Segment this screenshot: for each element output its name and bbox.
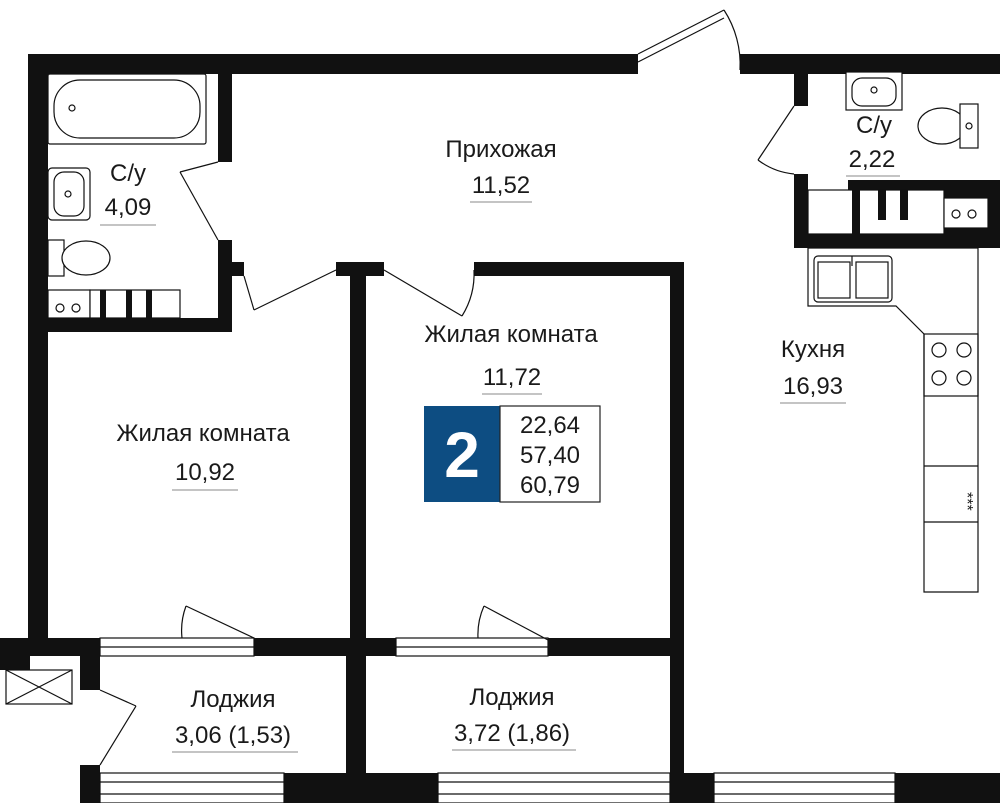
living-area-value: 22,64 <box>520 412 580 439</box>
badge-background <box>424 406 500 502</box>
sink-icon <box>47 167 91 221</box>
badge-values-box <box>499 405 601 503</box>
washing-appliances-icon <box>47 289 181 319</box>
rooms-count: 2 <box>444 419 480 491</box>
appliance-row-icon <box>807 180 989 248</box>
room-bathroom-1: С/у 4,09 <box>100 160 156 226</box>
room-area: 2,22 <box>849 146 896 173</box>
room-name: Жилая комната <box>424 321 598 348</box>
room-area: 11,72 <box>483 364 541 391</box>
toilet-icon-2 <box>917 103 979 149</box>
room-name: С/у <box>110 160 146 187</box>
room-living-1: Жилая комната 10,92 <box>116 420 290 491</box>
total-with-loggias-value: 60,79 <box>520 472 580 499</box>
room-loggia-1: Лоджия 3,06 (1,53) <box>172 686 298 753</box>
sink-icon-2 <box>845 71 903 111</box>
door-swings <box>99 9 795 766</box>
room-area: 4,09 <box>105 194 152 221</box>
room-kitchen: Кухня 16,93 <box>780 336 846 404</box>
room-name: Лоджия <box>190 686 275 713</box>
room-name: Кухня <box>781 336 845 363</box>
room-name: Лоджия <box>469 684 554 711</box>
windows <box>5 637 896 803</box>
room-area: 3,06 (1,53) <box>175 722 291 749</box>
bathtub-icon <box>47 73 207 145</box>
walls <box>0 54 1000 803</box>
room-bathroom-2: С/у 2,22 <box>846 112 900 177</box>
room-area: 3,72 (1,86) <box>454 720 570 747</box>
room-name: Жилая комната <box>116 420 290 447</box>
svg-text:***: *** <box>958 492 975 511</box>
kitchen-counter: *** <box>807 247 979 593</box>
total-area-value: 57,40 <box>520 442 580 469</box>
apartment-badge: 2 22,64 57,40 60,79 <box>424 405 601 503</box>
room-living-2: Жилая комната 11,72 <box>424 321 598 395</box>
room-area: 11,52 <box>472 172 530 199</box>
toilet-icon <box>47 239 111 277</box>
room-loggia-2: Лоджия 3,72 (1,86) <box>452 684 576 751</box>
room-name: Прихожая <box>445 136 556 163</box>
room-area: 10,92 <box>175 459 235 486</box>
room-name: С/у <box>856 112 892 139</box>
room-hallway: Прихожая 11,52 <box>445 136 557 203</box>
room-area: 16,93 <box>783 373 843 400</box>
